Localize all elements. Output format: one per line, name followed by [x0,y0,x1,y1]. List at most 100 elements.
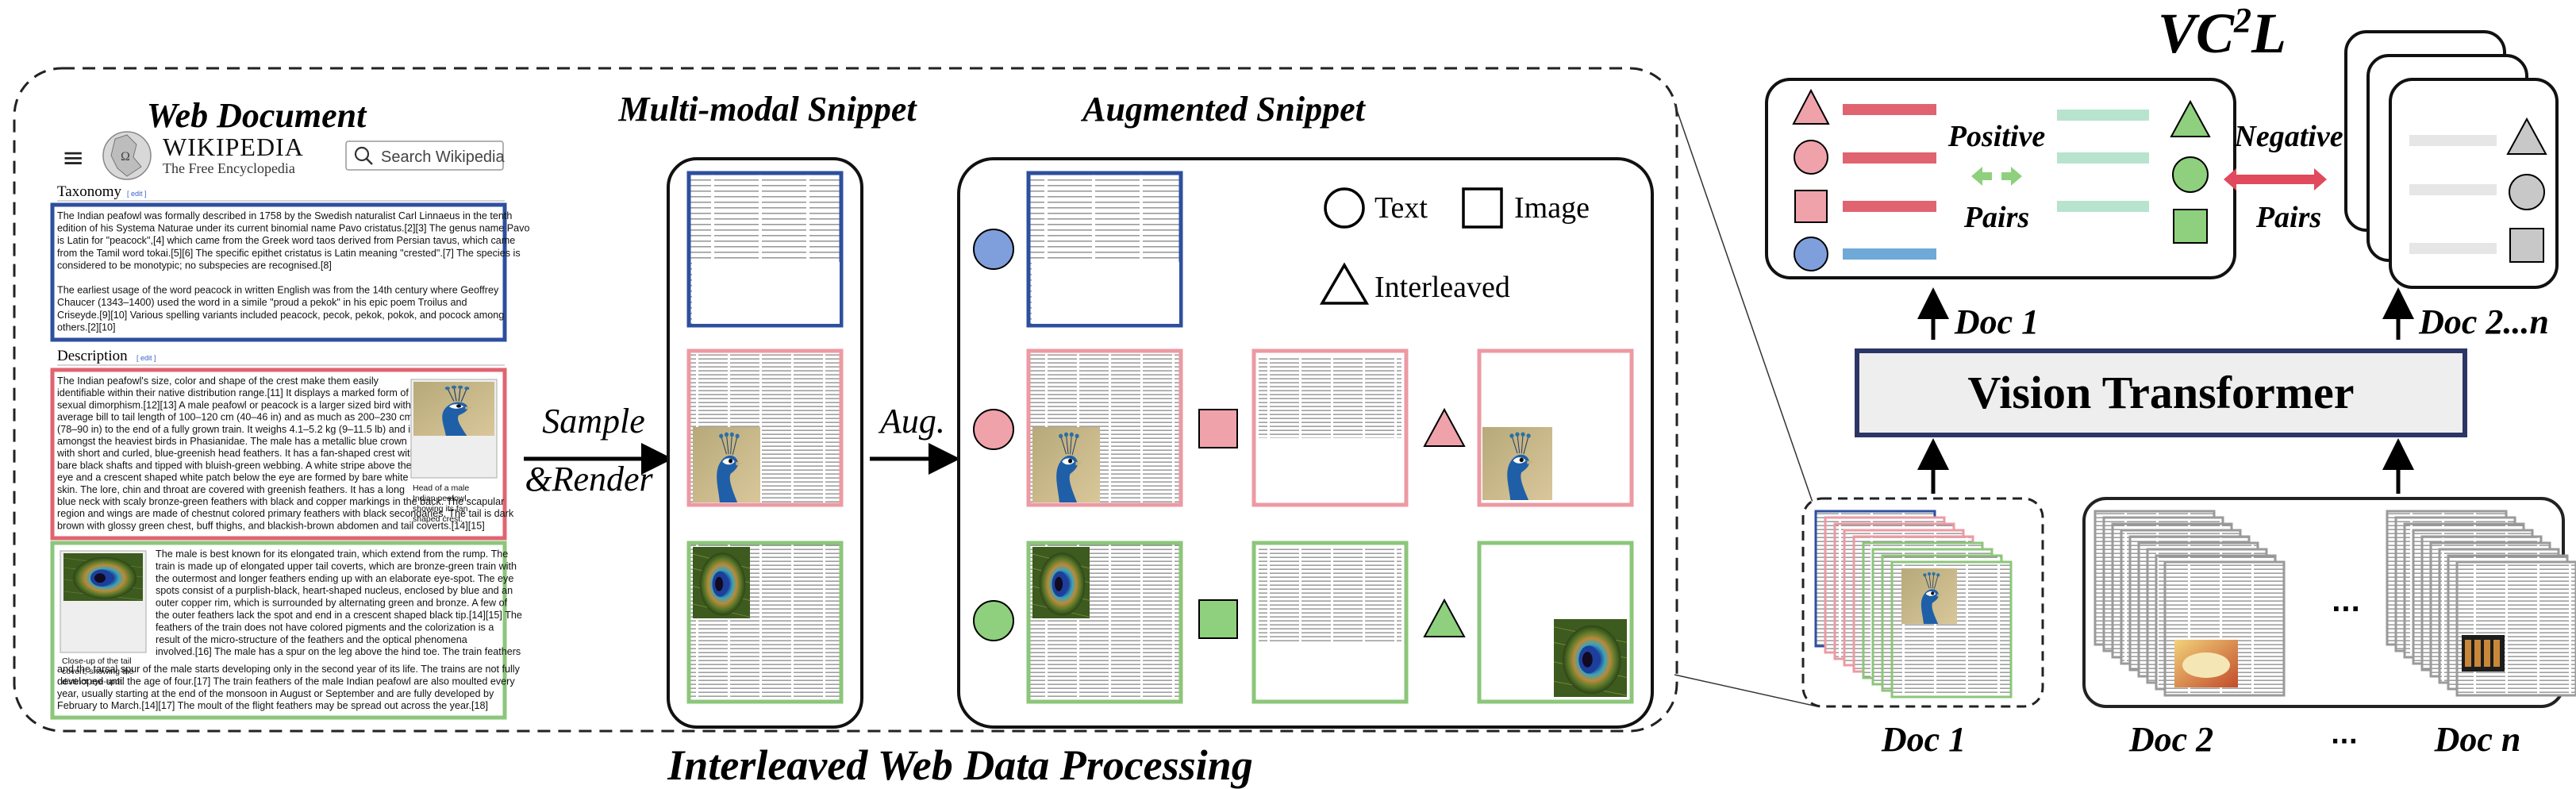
doc1-triangle-pink [1792,88,1830,125]
paragraph-line: Chaucer (1343–1400) used the word in a s… [57,297,467,308]
doc1-triangle-green [2170,99,2211,137]
paragraph-line: February to March.[14][17] The moult of … [57,700,488,711]
text-circle-pink [973,409,1014,450]
search-icon [354,146,373,165]
doc1-feature-bar-2 [1843,152,1936,164]
paragraph-line: result of the micro-structure of the fea… [156,634,467,645]
caption-line: covert, showing the [62,667,134,676]
paragraph-line: Criseyde.[9][10] Various spelling varian… [57,310,504,321]
docs-ellipsis: ··· [2332,594,2360,624]
paragraph-line: is Latin for "peacock",[4] which came fr… [57,235,515,246]
legend-interleaved-label: Interleaved [1375,271,1510,304]
interleaved-block-red [50,368,507,541]
description-edit-link[interactable]: [ edit ] [136,354,156,362]
paragraph-line: others.[2][10] [57,321,116,333]
render-label: &Render [525,460,653,498]
processing-caption: Interleaved Web Data Processing [667,741,1252,789]
aug-image-green [1477,541,1634,704]
docn-snippet-stack [2386,510,2576,697]
train-paragraph: The male is best known for its elongated… [156,548,522,657]
legend-interleaved-triangle-icon [1319,262,1370,305]
doc1-circle-blue [1794,237,1828,271]
aug-text-blue [1026,171,1183,328]
aug-text-green [1251,541,1409,704]
menu-icon[interactable]: ≡ [62,142,85,174]
wikipedia-globe-icon: Ω [102,131,152,180]
eye-spot-photo [60,550,147,653]
legend: Text Image Interleaved [1319,187,1590,305]
text-circle-green [973,600,1014,641]
paragraph-line: spots consist of a purplish-black, heart… [156,585,513,596]
description-section-heading: Description [57,348,128,364]
paragraph-line: eye and a crescent shaped white patch be… [57,472,408,483]
augmented-snippet-heading: Augmented Snippet [1080,90,1366,129]
snippet-interleaved-red [686,348,844,507]
legend-image-square-icon [1462,187,1503,229]
aug-interleaved-green-full [1026,541,1183,704]
paragraph-line: The Indian peafowl was formally describe… [57,210,512,221]
image-square-pink [1198,409,1238,448]
sample-label: Sample [542,402,645,441]
doc2-bottom-label: Doc 2 [2128,720,2213,759]
doc1-circle-pink [1794,140,1828,175]
caption-line: distinct eye-spot. [62,677,125,687]
image-square-green [1198,599,1238,639]
paragraph-line: from the Tamil word tokai.[5][6] The spe… [57,248,521,259]
paragraph-line: (78–90 in) to the end of a fully grown t… [57,424,415,435]
description-paragraph: The Indian peafowl's size, color and sha… [56,375,514,531]
aug-text-red [1251,348,1409,507]
paragraph-line: year, usually starting at the end of the… [57,688,494,699]
taxonomy-edit-link[interactable]: [ edit ] [127,190,147,198]
aug-label: Aug. [878,402,945,441]
docn-product-thumb [2462,635,2505,672]
paragraph-line: sexual dimorphism.[12][13] A male peafow… [57,399,425,410]
caption-line: shaped crest. [413,514,463,524]
doc1-peacock-thumb [1901,568,1958,625]
vision-transformer-block [1855,348,2467,437]
interleaved-triangle-pink [1423,407,1466,447]
doc1-snippet-stack [1814,510,2013,699]
interleaved-block-green [50,541,507,720]
caption-line: Head of a male [413,483,469,493]
legend-image-label: Image [1514,191,1590,225]
paragraph-line: brown with glossy green chest, buff thig… [57,520,485,531]
doc1-bottom-label: Doc 1 [1881,720,1966,759]
vision-transformer-label: Vision Transformer [1967,367,2354,418]
paragraph-line: average bill to tail length of 100–120 c… [57,412,413,423]
web-document-heading: Web Document [147,96,367,135]
text-circle-blue [973,229,1014,270]
doc1-top-label: Doc 1 [1954,302,2039,341]
paragraph-line: identifiable within their native distrib… [57,387,409,398]
wikipedia-page: ≡ Ω WIKIPEDIA The Free Encyclopedia Sear… [50,131,530,720]
snippet-text-blue [686,171,844,328]
processing-dashed-panel [13,67,1678,733]
zoom-line-bottom [1674,674,1818,707]
doc1-square-pink [1794,190,1828,223]
interleaved-triangle-green [1423,598,1466,637]
doc1-feature-bar-6 [2057,152,2149,164]
snippet-interleaved-green [686,541,844,704]
taxonomy-section-heading: Taxonomy [57,183,121,200]
wikipedia-search-box[interactable]: Search Wikipedia [345,140,506,171]
doc1-circle-green [2172,156,2209,193]
doc1-feature-bar-1 [1843,104,1936,115]
taxonomy-paragraph: The Indian peafowl was formally describe… [57,210,530,333]
paragraph-line: bare black shafts and tipped with bluish… [57,460,412,471]
paragraph-line: The Indian peafowl's size, color and sha… [57,375,379,387]
negative-pairs-label-1: Negative [2233,120,2343,153]
paragraph-line: developed until the age of four.[17] The… [57,675,515,687]
search-placeholder: Search Wikipedia [381,148,506,166]
paragraph-line: outer copper rim, which is surrounded by… [156,598,508,609]
paragraph-line: feathers of the train does not have colo… [156,622,494,633]
doc2n-top-label: Doc 2...n [2418,302,2549,341]
aug-interleaved-red-full [1026,348,1183,507]
moult-paragraph: and the tarsal spur of the male starts d… [57,664,521,711]
paragraph-line: The male is best known for its elongated… [156,548,508,560]
negative-pairs-arrows-icon [2224,168,2327,191]
plate-icon [2182,652,2230,678]
stacked-snippet [2455,560,2576,697]
doc1-feature-panel [1765,78,2236,279]
zoom-line-top [1674,102,1818,517]
